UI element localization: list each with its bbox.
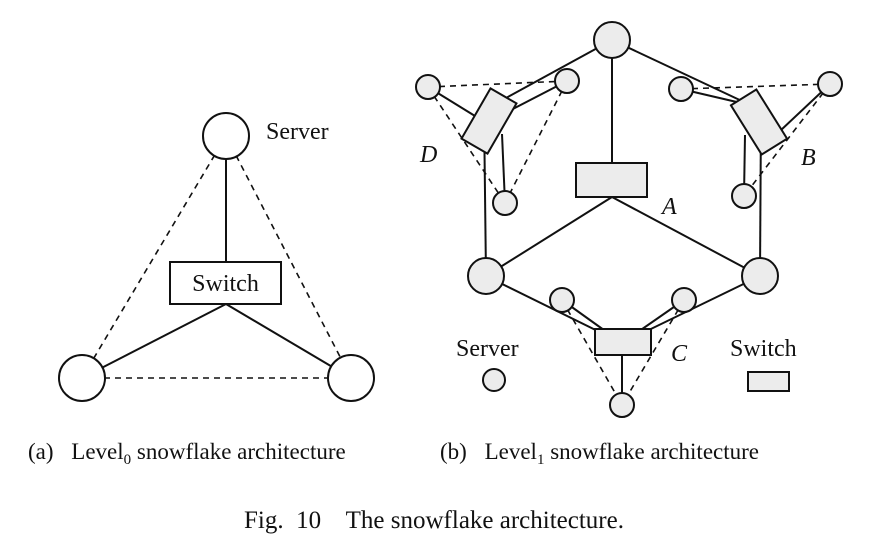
caption-prefix: (b): [440, 439, 467, 464]
server-node: [609, 392, 635, 418]
dashed-link: [427, 80, 568, 88]
caption-word: Level: [485, 439, 537, 464]
caption-rest: snowflake architecture: [544, 439, 759, 464]
label-c: C: [671, 341, 688, 367]
dashed-link: [225, 135, 352, 379]
solid-link: [81, 303, 227, 379]
server-node: [731, 183, 757, 209]
server-node: [415, 74, 441, 100]
switch-node: [575, 162, 648, 198]
server-node: [327, 354, 375, 402]
switch-node: [169, 261, 282, 305]
server-node: [593, 21, 631, 59]
server-node: [668, 76, 694, 102]
dashed-link: [561, 299, 623, 406]
dashed-link: [81, 135, 227, 379]
label-d: D: [419, 142, 437, 168]
panel-a-diagram: Switch Server: [58, 112, 375, 402]
switch-node: [729, 88, 789, 156]
solid-link: [611, 39, 762, 111]
dashed-link: [427, 86, 506, 204]
server-label: Server: [266, 119, 329, 145]
dashed-link: [504, 80, 568, 204]
server-node: [554, 68, 580, 94]
figure-caption: Fig. 10 The snowflake architecture.: [244, 507, 624, 534]
caption-rest: snowflake architecture: [131, 439, 346, 464]
server-node: [467, 257, 505, 295]
server-node: [671, 287, 697, 313]
switch-node: [460, 87, 518, 155]
switch-node: [594, 328, 652, 356]
server-node: [202, 112, 250, 160]
dashed-link: [743, 83, 831, 197]
legend-server-icon: [482, 368, 506, 392]
server-node: [549, 287, 575, 313]
solid-link: [611, 196, 761, 277]
caption-prefix: (a): [28, 439, 54, 464]
solid-link: [225, 303, 352, 379]
caption-subscript: 0: [124, 452, 132, 468]
switch-label: Switch: [192, 271, 259, 297]
panel-a-caption: (a) Level0 snowflake architecture: [28, 439, 346, 468]
panel-b-diagram: A B C D Server Switch: [415, 21, 843, 418]
server-node: [58, 354, 106, 402]
legend-switch-label: Switch: [730, 336, 797, 362]
dashed-link: [680, 83, 831, 90]
dashed-link: [621, 299, 685, 406]
panel-b-caption: (b) Level1 snowflake architecture: [440, 439, 759, 468]
caption-subscript: 1: [537, 452, 545, 468]
server-node: [817, 71, 843, 97]
label-b: B: [801, 145, 816, 171]
caption-word: Level: [71, 439, 123, 464]
server-node: [741, 257, 779, 295]
legend-server-label: Server: [456, 336, 519, 362]
label-a: A: [660, 194, 677, 220]
server-node: [492, 190, 518, 216]
solid-link: [485, 196, 613, 277]
legend-switch-icon: [747, 371, 790, 392]
